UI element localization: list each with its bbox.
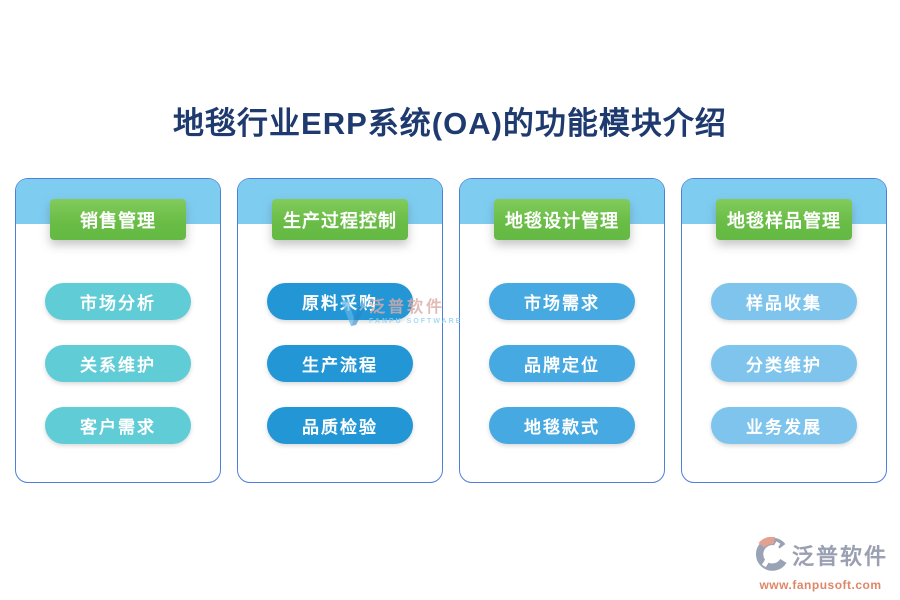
- footer-brand-name: 泛普软件: [791, 544, 888, 569]
- module-header-sample: 地毯样品管理: [716, 199, 852, 240]
- module-card-production: 生产过程控制 原料采购 生产流程 品质检验: [237, 178, 443, 483]
- feature-pill: 市场需求: [489, 283, 635, 320]
- page-title: 地毯行业ERP系统(OA)的功能模块介绍: [173, 106, 727, 141]
- feature-pill: 品质检验: [267, 407, 413, 444]
- footer-site-url: www.fanpusoft.com: [759, 578, 882, 592]
- fanpu-logo-icon: [755, 536, 788, 577]
- feature-pill: 客户需求: [45, 407, 191, 444]
- feature-pill: 样品收集: [711, 283, 857, 320]
- feature-pill: 生产流程: [267, 345, 413, 382]
- feature-pill: 关系维护: [45, 345, 191, 382]
- module-card-sales: 销售管理 市场分析 关系维护 客户需求: [15, 178, 221, 483]
- feature-pill: 业务发展: [711, 407, 857, 444]
- feature-pill: 地毯款式: [489, 407, 635, 444]
- fanpu-footer-logo: 泛普软件 www.fanpusoft.com: [753, 536, 888, 592]
- feature-pill: 市场分析: [45, 283, 191, 320]
- module-header-design: 地毯设计管理: [494, 199, 630, 240]
- feature-pill: 品牌定位: [489, 345, 635, 382]
- module-header-production: 生产过程控制: [272, 199, 408, 240]
- module-card-sample: 地毯样品管理 样品收集 分类维护 业务发展: [681, 178, 887, 483]
- module-columns: 销售管理 市场分析 关系维护 客户需求 生产过程控制 原料采购 生产流程 品质检…: [15, 178, 887, 483]
- feature-pill: 原料采购: [267, 283, 413, 320]
- module-card-design: 地毯设计管理 市场需求 品牌定位 地毯款式: [459, 178, 665, 483]
- feature-pill: 分类维护: [711, 345, 857, 382]
- module-header-sales: 销售管理: [50, 199, 186, 240]
